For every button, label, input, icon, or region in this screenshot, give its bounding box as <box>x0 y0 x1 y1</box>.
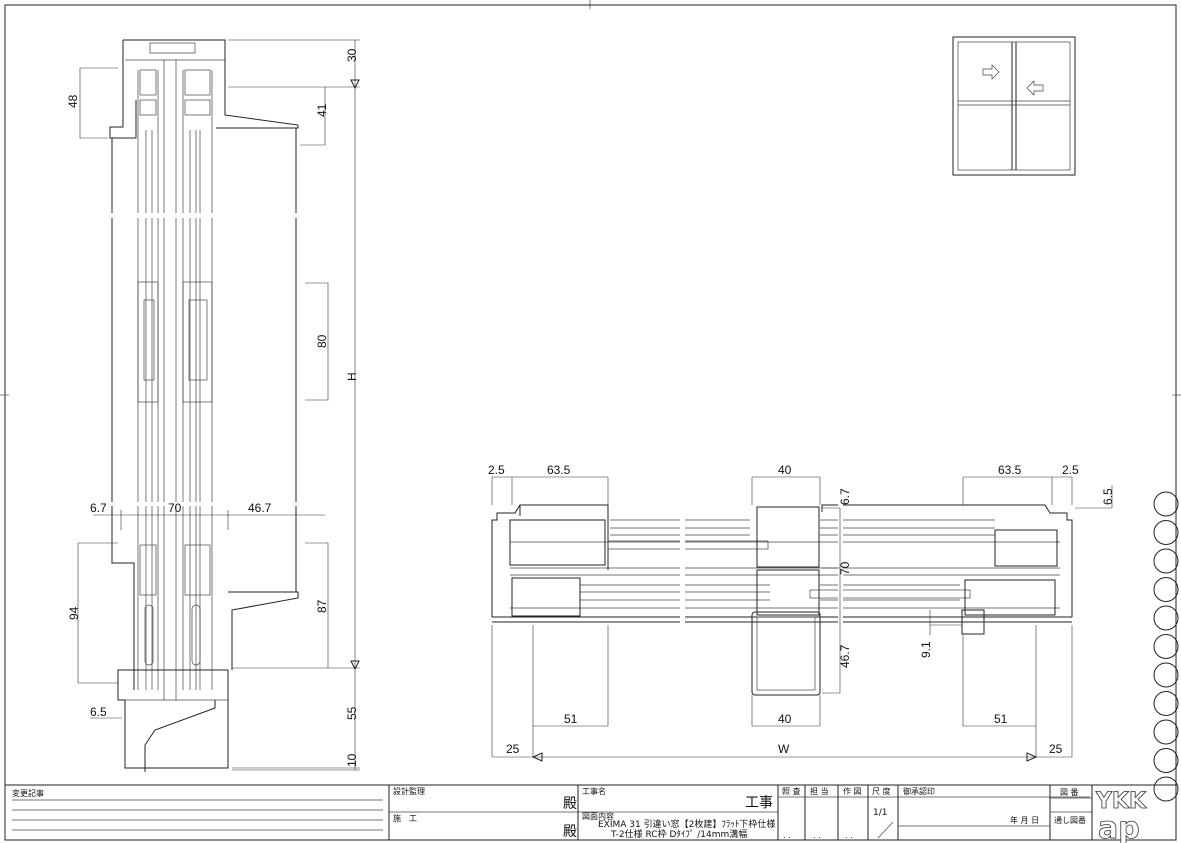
dim-W: W <box>778 742 790 756</box>
dim-left-2-5: 2.5 <box>488 463 505 477</box>
drawing-content-line2: T-2仕様 RC枠 Dﾀｲﾌﾟ /14mm溝幅 <box>610 828 747 840</box>
vertical-section: 48 30 41 80 H 6.7 70 46.7 94 87 6.5 55 1… <box>66 39 360 772</box>
dim-right-6-5: 6.5 <box>1101 488 1115 505</box>
arrow-left-icon <box>1026 80 1044 96</box>
dim-H: H <box>345 372 359 381</box>
approval-label: 御承認印 <box>903 786 935 796</box>
dim-left-25: 25 <box>506 742 520 756</box>
dim-30: 30 <box>345 48 359 62</box>
dim-9-1: 9.1 <box>919 641 933 658</box>
horizontal-section: 2.5 63.5 40 63.5 2.5 6.5 6.7 70 46.7 9.1… <box>488 463 1115 762</box>
reference-circle <box>1153 634 1179 659</box>
dim-mullion-40-top: 40 <box>778 463 792 477</box>
reference-circle <box>1153 748 1179 773</box>
dim-46-7: 46.7 <box>248 501 272 515</box>
reference-circle <box>1153 577 1179 602</box>
dim-46-7: 46.7 <box>838 644 852 668</box>
arrow-right-icon <box>982 64 1000 80</box>
reference-circle <box>1153 719 1179 745</box>
dim-87: 87 <box>315 599 329 613</box>
reference-circle <box>1153 605 1179 631</box>
scale-label: 尺 度 <box>872 786 891 796</box>
revision-area: 変更記事 <box>12 788 383 831</box>
dim-55: 55 <box>345 706 359 720</box>
reference-circle <box>1153 662 1179 688</box>
reference-circle <box>1153 548 1179 574</box>
dim-70: 70 <box>168 501 182 515</box>
reference-circle <box>1153 776 1179 802</box>
dim-6-7: 6.7 <box>90 501 107 515</box>
sash-lines <box>137 60 213 700</box>
date-label: 年 月 日 <box>1010 815 1039 825</box>
reference-circle <box>1153 691 1179 716</box>
title-block: 変更記事 設計監理 施 工 殿 殿 工事名 工事 図面内容 EXIMA 31 引… <box>5 784 1176 843</box>
project-name-label: 工事名 <box>582 786 606 796</box>
dim-10: 10 <box>345 753 359 767</box>
project-suffix: 工事 <box>745 795 773 811</box>
dim-left-63-5: 63.5 <box>547 463 571 477</box>
svg-text:YKK: YKK <box>1095 789 1147 814</box>
dim-48: 48 <box>66 94 80 108</box>
dots-check: . . <box>783 831 791 840</box>
reference-circles <box>1153 491 1179 802</box>
charge-label: 担 当 <box>810 786 829 796</box>
reference-circle <box>1153 520 1179 545</box>
dim-right-2-5: 2.5 <box>1062 463 1079 477</box>
honorific-2: 殿 <box>563 824 577 840</box>
honorific-1: 殿 <box>563 796 577 812</box>
check-label: 照 査 <box>782 786 801 796</box>
dim-right-25: 25 <box>1049 742 1063 756</box>
construction-label: 施 工 <box>393 813 417 823</box>
dim-70: 70 <box>838 561 852 575</box>
drawing-no-label: 図 番 <box>1060 787 1079 797</box>
design-supervision-label: 設計監理 <box>393 786 425 796</box>
dim-right-63-5: 63.5 <box>998 463 1022 477</box>
dots-charge: . . <box>813 831 821 840</box>
dots-drafting: . . <box>845 831 853 840</box>
dim-80: 80 <box>315 334 329 348</box>
drawing-content-line1: EXIMA 31 引違い窓【2枚建】ﾌﾗｯﾄ下枠仕様 <box>598 818 775 830</box>
dim-mullion-40-bottom: 40 <box>778 712 792 726</box>
svg-text:ap: ap <box>1098 811 1140 843</box>
dim-41: 41 <box>315 103 329 117</box>
dim-94: 94 <box>67 606 81 620</box>
ykk-ap-logo: YKK ap <box>1095 789 1148 843</box>
scale-value: 1/1 <box>873 808 887 818</box>
dim-6-7: 6.7 <box>838 488 852 505</box>
dim-right-51: 51 <box>994 712 1008 726</box>
drafting-label: 作 図 <box>843 786 862 796</box>
drawing-content-label: 図面内容 <box>582 811 614 821</box>
reference-circle <box>1153 491 1179 517</box>
revision-label: 変更記事 <box>12 788 44 798</box>
window-elevation-icon <box>952 36 1076 176</box>
dim-6-5: 6.5 <box>90 705 107 719</box>
serial-no-label: 通し図番 <box>1054 815 1086 825</box>
dim-left-51: 51 <box>564 712 578 726</box>
